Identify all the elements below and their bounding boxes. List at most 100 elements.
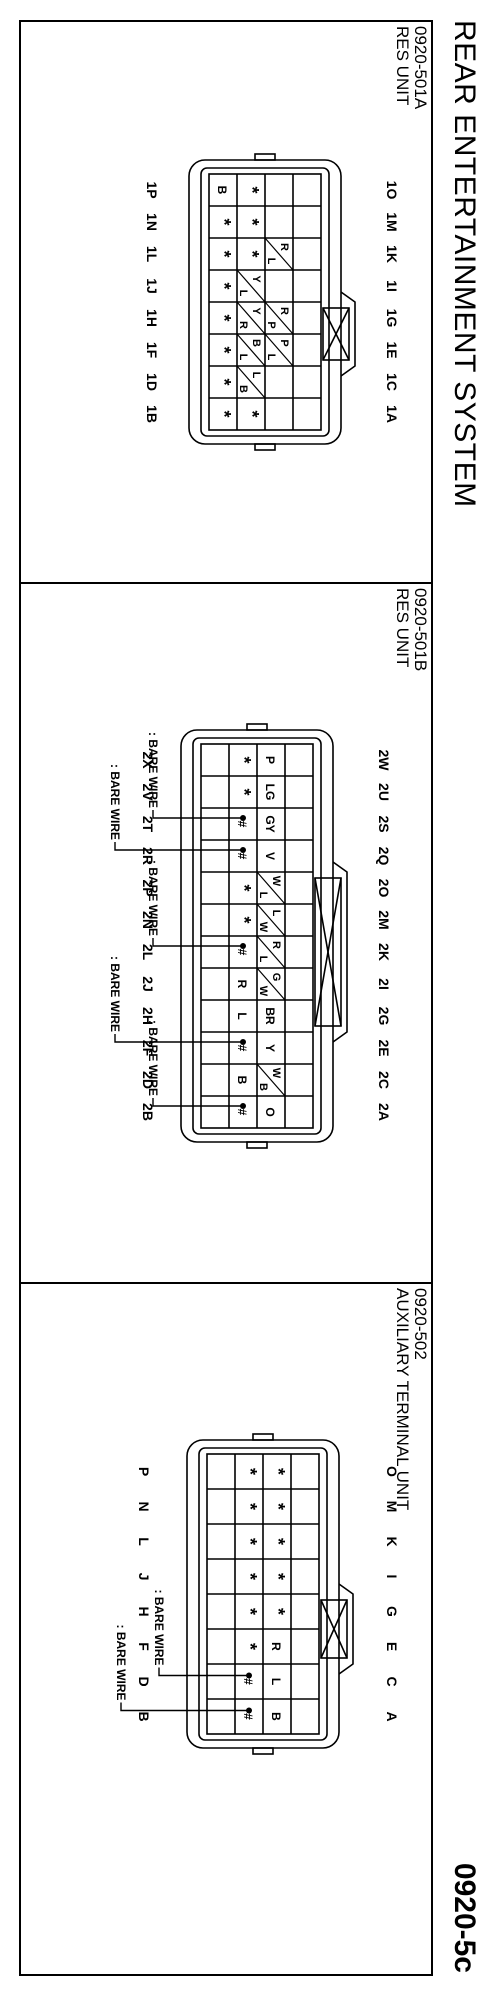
connector-latch [338, 1583, 354, 1675]
pin-label: 2R [140, 847, 156, 865]
wire-color-label: Y [263, 1044, 277, 1052]
bare-wire-label: : BARE WIRE [146, 1020, 160, 1096]
cell-divider [256, 903, 286, 937]
wire-color-label: GY [263, 815, 277, 832]
bare-wire-leader [158, 1667, 249, 1677]
bare-wire-leader [114, 1034, 243, 1043]
connector-latch [332, 861, 348, 1043]
pin-label: 2E [376, 1039, 392, 1056]
pin-label: 2X [140, 751, 156, 769]
connector-latch [340, 291, 356, 377]
wire-color-label: B [235, 1076, 249, 1085]
connector-side-tab [254, 153, 276, 161]
wire-color-label: P [265, 321, 277, 328]
pin-label: 2F [140, 1040, 156, 1057]
pin-label: K [384, 1536, 400, 1546]
wire-color-label: R [278, 307, 290, 315]
bare-wire-leader [152, 810, 243, 819]
unused-terminal-mark: * [268, 1538, 288, 1545]
pin-label: 2D [140, 1071, 156, 1089]
wire-color-label: L [237, 290, 249, 297]
pin-label: 2A [376, 1103, 392, 1121]
cell-divider [256, 935, 286, 969]
pin-label: 2I [376, 978, 392, 990]
pin-label: J [136, 1573, 152, 1581]
cell-divider [264, 333, 294, 367]
cell-divider [264, 301, 294, 335]
pin-label: H [136, 1606, 152, 1616]
pin-label: C [384, 1676, 400, 1686]
bare-wire-label: : BARE WIRE [108, 956, 122, 1032]
pin-label: F [136, 1642, 152, 1651]
wire-color-label: B [237, 385, 249, 393]
wire-color-label: Y [250, 307, 262, 315]
connector-latch-cross [314, 877, 342, 1027]
connector-inner-housing [192, 737, 322, 1135]
wire-color-label: R [235, 980, 249, 989]
cell-divider [264, 237, 294, 271]
wire-color-label: L [257, 956, 269, 963]
wire-color-label: # [235, 1045, 249, 1052]
pin-label: B [136, 1711, 152, 1721]
connector-latch-cross [320, 1599, 348, 1659]
wire-color-label: G [270, 973, 282, 982]
cell-divider [236, 269, 266, 303]
unused-terminal-mark: * [234, 788, 254, 795]
pin-label: 1M [384, 212, 400, 231]
pin-label: 2T [140, 816, 156, 833]
connector-outline [186, 1433, 354, 1755]
pin-label: 2H [140, 1007, 156, 1025]
wire-color-label: L [265, 354, 277, 361]
wire-color-label: O [263, 1107, 277, 1116]
pin-label: 1O [384, 181, 400, 200]
connector-side-tab [246, 723, 268, 731]
bare-wire-label: : BARE WIRE [146, 860, 160, 936]
cell-divider [256, 871, 286, 905]
cell-divider [236, 365, 266, 399]
wire-color-label: W [257, 922, 269, 933]
unused-terminal-mark: * [268, 1573, 288, 1580]
wire-color-label: L [257, 892, 269, 899]
cell-divider [236, 333, 266, 367]
connector-latch-cross [322, 307, 350, 361]
pin-label: N [136, 1501, 152, 1511]
pin-label: 1B [144, 405, 160, 423]
pin-label: 1C [384, 373, 400, 391]
pin-label: I [384, 1575, 400, 1579]
pin-label: 2K [376, 943, 392, 961]
wire-color-label: L [235, 1012, 249, 1019]
unused-terminal-mark: * [240, 1643, 260, 1650]
unused-terminal-mark: * [214, 250, 234, 257]
unused-terminal-mark: * [242, 410, 262, 417]
unused-terminal-mark: * [214, 378, 234, 385]
pin-label: 2W [376, 750, 392, 772]
unused-terminal-mark: * [214, 218, 234, 225]
wire-color-label: B [269, 1712, 283, 1721]
connector-latch-box [320, 1599, 348, 1659]
unused-terminal-mark: * [242, 186, 262, 193]
wire-color-label: R [270, 941, 282, 949]
wire-color-label: L [265, 258, 277, 265]
bare-wire-leader [114, 842, 243, 851]
pin-label: 1H [144, 309, 160, 327]
wire-color-label: V [263, 852, 277, 860]
connector-diagram-501a: RLRPPL***YLYRBLLB*B*******1O1M1K1I1G1E1C… [144, 153, 400, 451]
pin-label: 2O [376, 879, 392, 898]
connector-latch-box [322, 307, 350, 361]
wire-color-label: B [250, 339, 262, 347]
unused-terminal-mark: * [268, 1468, 288, 1475]
wire-color-label: L [269, 1678, 283, 1685]
pin-label: 2P [140, 879, 156, 896]
wire-color-label: R [237, 321, 249, 329]
wire-color-label: LG [263, 784, 277, 801]
wire-color-label: # [241, 1713, 255, 1720]
wire-color-label: W [270, 1068, 282, 1079]
wire-color-label: L [250, 372, 262, 379]
pin-label: 1E [384, 341, 400, 358]
bare-wire-leader [152, 1098, 243, 1107]
unused-terminal-mark: * [214, 282, 234, 289]
unused-terminal-mark: * [214, 346, 234, 353]
